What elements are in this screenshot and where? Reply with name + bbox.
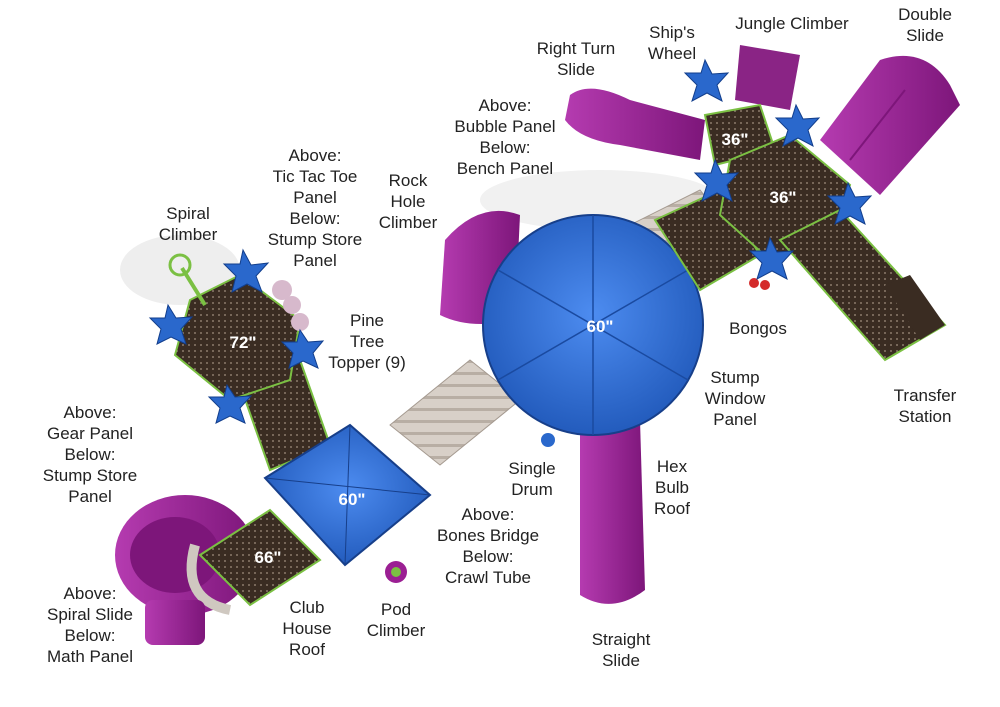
label-bongos: Bongos	[729, 319, 787, 338]
height-label-60-center: 60"	[587, 317, 614, 336]
label-tic-tac-toe-panel: Above: Tic Tac Toe Panel Below: Stump St…	[267, 146, 363, 270]
deck-66: 66"	[198, 508, 322, 607]
left-tower-stars	[148, 248, 325, 424]
label-single-drum: Single Drum	[508, 459, 556, 499]
single-drum-icon	[541, 433, 555, 447]
label-club-house-roof: Club House Roof	[282, 598, 332, 659]
height-label-60-left: 60"	[339, 490, 366, 509]
label-bones-bridge: Above: Bones Bridge Below: Crawl Tube	[436, 505, 540, 587]
label-right-turn-slide: Right Turn Slide	[536, 39, 616, 79]
label-bubble-bench-panel: Above: Bubble Panel Below: Bench Panel	[454, 96, 556, 178]
right-tower-stars	[683, 58, 873, 281]
label-spiral-slide-math-panel: Above: Spiral Slide Below: Math Panel	[47, 584, 133, 666]
right-turn-slide	[565, 88, 705, 160]
height-label-36-main: 36"	[770, 188, 797, 207]
club-house-roof: 60"	[263, 423, 432, 567]
label-stump-window-panel: Stump Window Panel	[704, 368, 766, 429]
pine-tree-topper-icon	[272, 280, 309, 331]
label-straight-slide: Straight Slide	[591, 630, 651, 670]
spiral-slide	[115, 495, 255, 645]
straight-slide	[580, 420, 645, 604]
label-spiral-climber: Spiral Climber	[158, 204, 218, 244]
height-label-72: 72"	[230, 333, 257, 352]
shadow	[120, 235, 240, 305]
label-gear-panel: Above: Gear Panel Below: Stump Store Pan…	[42, 403, 138, 506]
label-ships-wheel: Ship's Wheel	[647, 23, 697, 63]
label-hex-bulb-roof: Hex Bulb Roof	[654, 457, 690, 518]
height-label-66: 66"	[255, 548, 282, 567]
height-label-36-top: 36"	[722, 130, 749, 149]
double-slide	[820, 55, 960, 196]
label-pine-tree-topper: Pine Tree Topper (9)	[328, 311, 406, 372]
spiral-climber	[168, 253, 207, 307]
bongos-icon	[749, 278, 770, 290]
label-double-slide: Double Slide	[898, 5, 952, 45]
label-jungle-climber: Jungle Climber	[735, 14, 849, 33]
label-pod-climber: Pod Climber	[366, 600, 426, 640]
hex-bulb-roof: 60"	[482, 214, 704, 436]
jungle-climber	[735, 45, 800, 110]
pod-climber-icon	[385, 561, 407, 583]
transfer-station	[778, 208, 947, 362]
label-transfer-station: Transfer Station	[893, 386, 957, 426]
label-rock-hole-climber: Rock Hole Climber	[378, 171, 438, 232]
